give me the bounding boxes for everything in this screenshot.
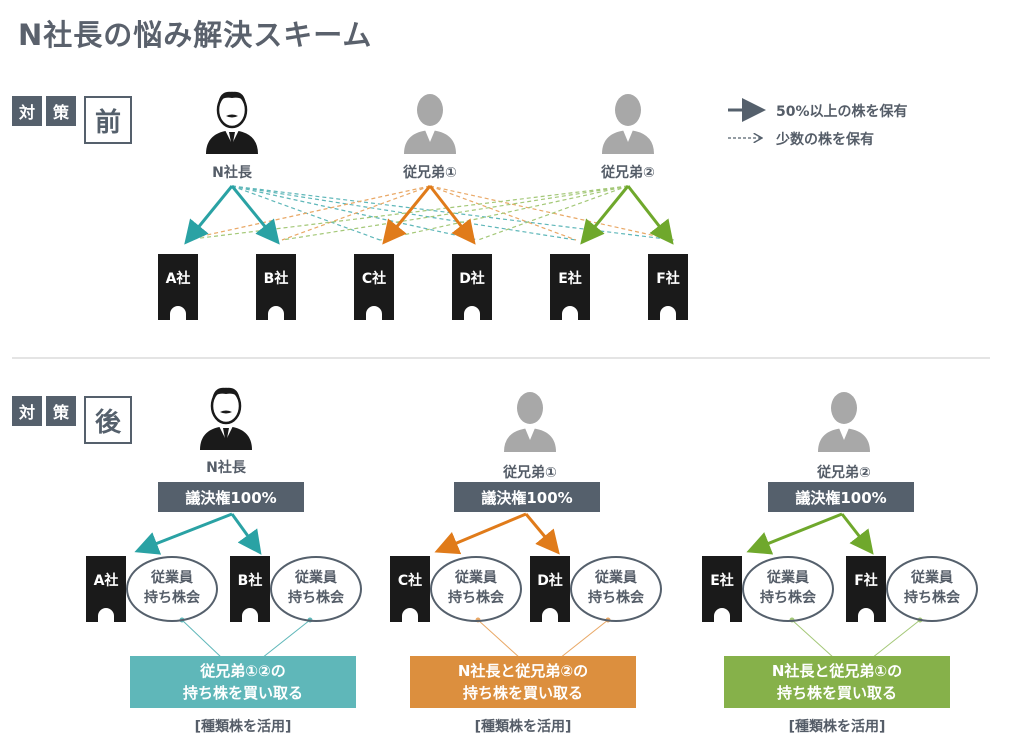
esop-label: 従業員持ち株会 [144,570,200,606]
company-label: A社 [93,573,119,589]
door-shape [714,608,730,622]
class-shares-note: [種類株を活用] [474,719,572,735]
esop-ellipse [570,556,662,622]
company-label: C社 [397,573,423,589]
voting-rights-box: 議決権100% [454,482,600,512]
esop-label: 従業員持ち株会 [904,570,960,606]
company-label: D社 [537,573,563,589]
company-label: E社 [558,271,582,287]
person-icon [602,94,654,154]
door-shape [542,608,558,622]
door-shape [268,306,284,320]
person-label-cousin-2: 従兄弟② [601,165,655,181]
voting-rights-box: 議決権100% [768,482,914,512]
person-label-cousin-1: 従兄弟① [503,465,557,481]
businessman-icon [200,387,252,450]
company-label: F社 [854,573,878,589]
company-label: B社 [237,573,263,589]
door-shape [242,608,258,622]
person-label-cousin-1: 従兄弟① [403,165,457,181]
person-icon [404,94,456,154]
door-shape [402,608,418,622]
esop-ellipse [126,556,218,622]
action-box-buyback: 従兄弟①②の持ち株を買い取る [130,656,356,708]
company-building-f: F社 [648,254,688,320]
company-label: B社 [263,271,289,287]
door-shape [366,306,382,320]
tag-taisaku-2: 策 [46,396,76,426]
esop-label: 従業員持ち株会 [760,570,816,606]
action-box-buyback: N社長と従兄弟②の持ち株を買い取る [410,656,636,708]
esop-label: 従業員持ち株会 [288,570,344,606]
esop-label: 従業員持ち株会 [588,570,644,606]
esop-label: 従業員持ち株会 [448,570,504,606]
company-label: C社 [361,271,387,287]
person-label-n-president: N社長 [206,460,246,476]
page-title: N社長の悩み解決スキーム [18,18,373,52]
company-building-f: F社 [846,556,886,622]
legend-majority-label: 50%以上の株を保有 [776,104,908,120]
company-label: E社 [710,573,734,589]
action-box-buyback: N社長と従兄弟①の持ち株を買い取る [724,656,950,708]
door-shape [660,306,676,320]
company-building-c: C社 [354,254,394,320]
esop-ellipse [886,556,978,622]
company-building-c: C社 [390,556,430,622]
company-building-e: E社 [702,556,742,622]
company-building-d: D社 [452,254,492,320]
door-shape [858,608,874,622]
person-label-cousin-2: 従兄弟② [817,465,871,481]
person-label-n-president: N社長 [212,165,252,181]
company-building-e: E社 [550,254,590,320]
company-building-a: A社 [158,254,198,320]
class-shares-note: [種類株を活用] [788,719,886,735]
phase-before-badge: 前 [84,96,132,144]
businessman-icon [206,91,258,154]
door-shape [170,306,186,320]
door-shape [464,306,480,320]
company-label: D社 [459,271,485,287]
company-building-b: B社 [230,556,270,622]
company-building-b: B社 [256,254,296,320]
tag-taisaku-1: 対 [12,96,42,126]
voting-rights-box: 議決権100% [158,482,304,512]
class-shares-note: [種類株を活用] [194,719,292,735]
company-building-d: D社 [530,556,570,622]
door-shape [98,608,114,622]
company-label: F社 [656,271,680,287]
tag-taisaku-1: 対 [12,396,42,426]
person-icon [504,392,556,452]
company-building-a: A社 [86,556,126,622]
esop-ellipse [430,556,522,622]
person-icon [818,392,870,452]
phase-after-badge: 後 [84,396,132,444]
legend-minority-label: 少数の株を保有 [776,132,874,148]
esop-ellipse [270,556,362,622]
esop-ellipse [742,556,834,622]
company-label: A社 [165,271,191,287]
door-shape [562,306,578,320]
tag-taisaku-2: 策 [46,96,76,126]
